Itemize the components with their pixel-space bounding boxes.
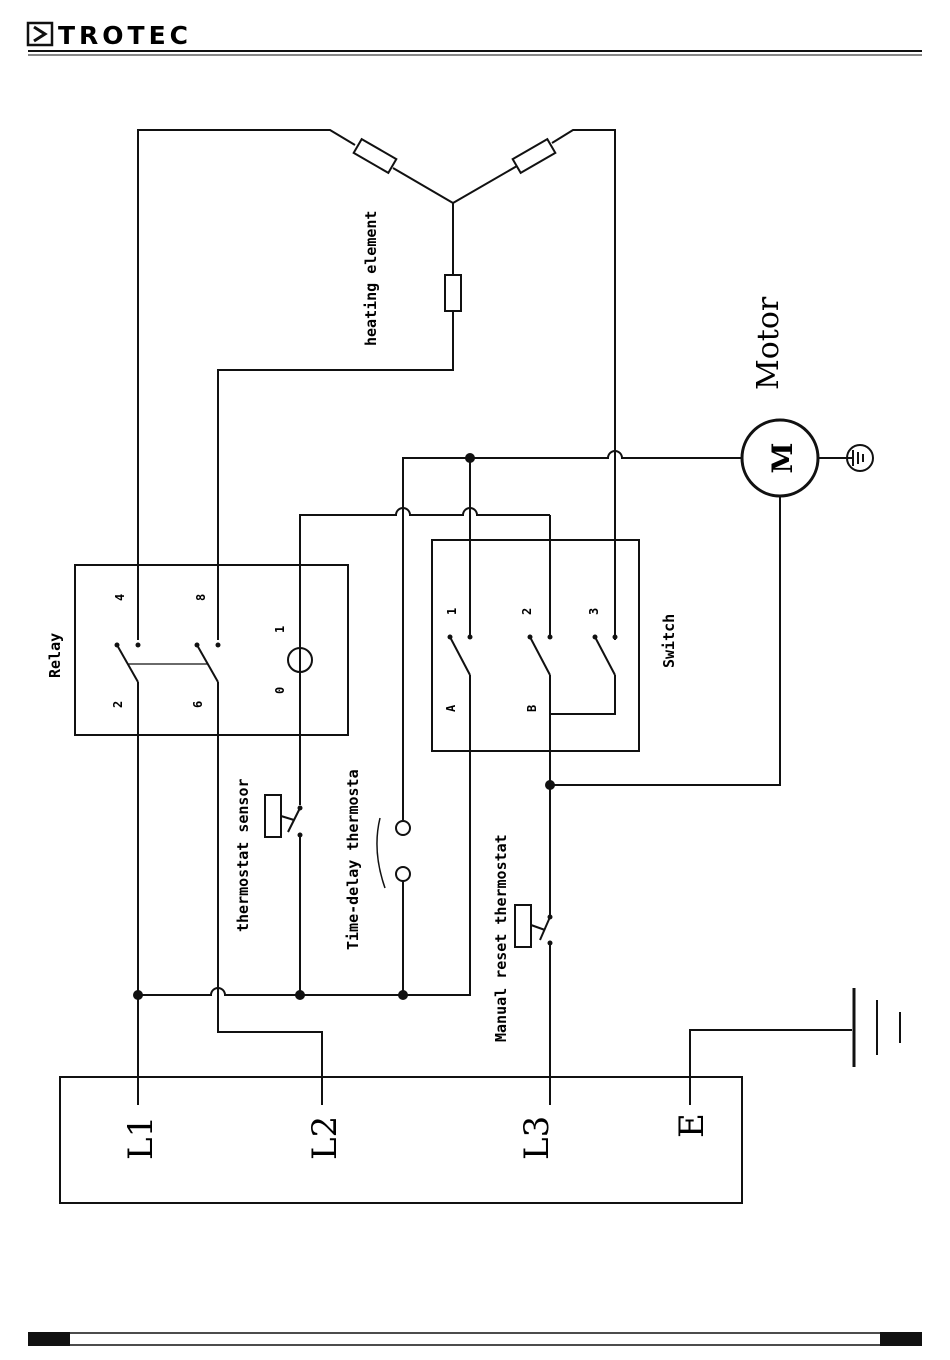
- footer-bar: [28, 1332, 922, 1346]
- terminal-l3: L3: [517, 1116, 557, 1160]
- terminal-e: E: [672, 1113, 712, 1138]
- relay-terminal-1: 1: [273, 626, 287, 633]
- manual-reset-thermostat: [515, 751, 553, 1105]
- switch-terminal-3: 3: [587, 608, 601, 615]
- logo-chevron-icon: [34, 27, 45, 41]
- header: TROTEC: [28, 21, 922, 55]
- labels: heating element Motor Relay Switch therm…: [46, 211, 786, 1160]
- heating-element-label: heating element: [362, 211, 380, 346]
- thermostat-sensor: [265, 795, 303, 995]
- switch-terminal-b: B: [525, 705, 539, 712]
- terminal-l2: L2: [305, 1116, 345, 1160]
- heating-resistor-middle: [445, 275, 461, 311]
- logo-mark: [28, 23, 52, 45]
- relay-terminal-8: 8: [194, 594, 208, 601]
- heating-resistor-left: [354, 139, 397, 173]
- switch-terminal-1: 1: [445, 608, 459, 615]
- thermostat-sensor-label: thermostat sensor: [234, 778, 252, 932]
- relay-terminal-4: 4: [113, 594, 127, 601]
- relay-terminal-2: 2: [111, 701, 125, 708]
- terminal-l1: L1: [121, 1116, 161, 1160]
- terminal-block: [60, 1077, 742, 1203]
- relay-terminal-6: 6: [191, 701, 205, 708]
- earth: [690, 988, 900, 1105]
- heating-element: [138, 130, 615, 640]
- brand-logo: TROTEC: [58, 21, 192, 50]
- time-delay-thermostat-label: Time-delay thermosta: [344, 769, 362, 950]
- switch-label: Switch: [660, 614, 678, 668]
- circuit: M: [60, 130, 900, 1203]
- switch-terminal-2: 2: [520, 608, 534, 615]
- switch-terminal-a: A: [444, 704, 458, 712]
- motor-symbol: M: [766, 443, 799, 474]
- heating-resistor-right: [513, 139, 556, 173]
- manual-reset-thermostat-label: Manual reset thermostat: [492, 834, 510, 1042]
- relay-terminal-0: 0: [273, 687, 287, 694]
- motor-label: Motor: [751, 296, 786, 390]
- motor: M: [545, 420, 873, 790]
- time-delay-thermostat: [377, 818, 410, 995]
- relay-label: Relay: [46, 633, 64, 678]
